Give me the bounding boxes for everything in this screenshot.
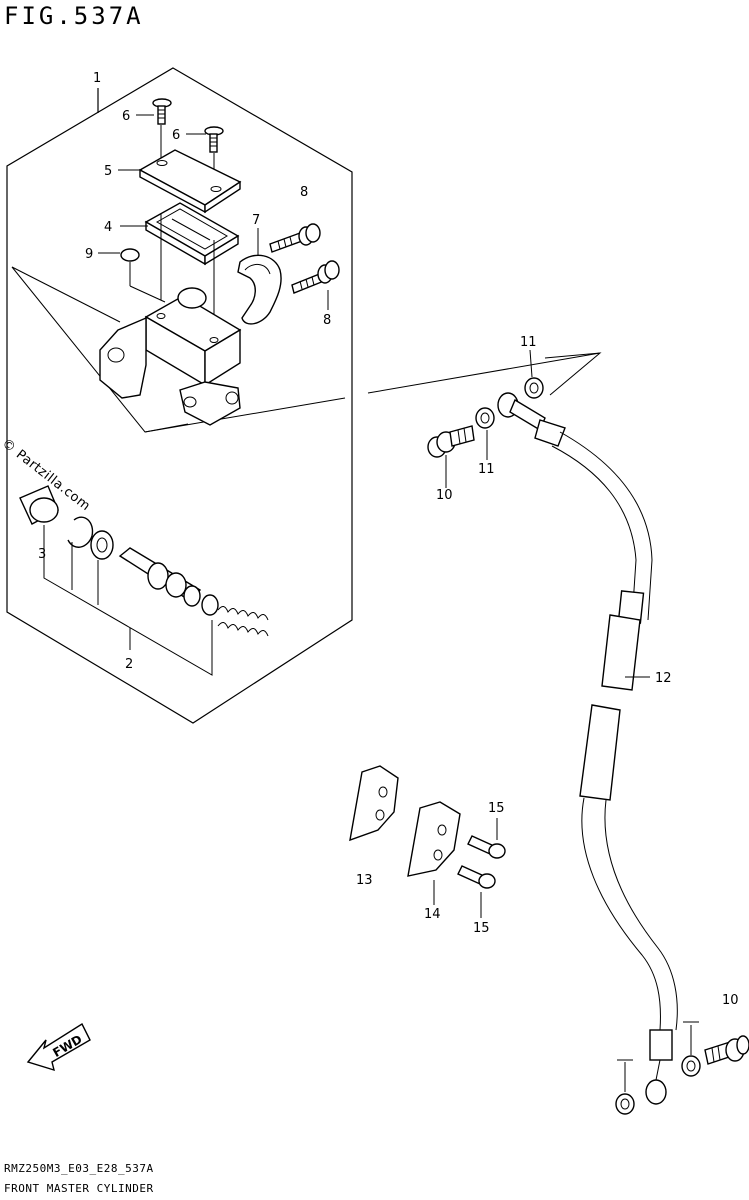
callout-5: 5 xyxy=(104,164,112,179)
callout-6a: 6 xyxy=(122,109,130,124)
bolt-15a xyxy=(467,835,506,859)
master-cylinder-body xyxy=(99,287,242,426)
reservoir-cap xyxy=(138,149,242,214)
callout-11b: 11 xyxy=(520,335,537,350)
callout-4: 4 xyxy=(104,220,112,235)
callout-13: 13 xyxy=(356,873,373,888)
fwd-arrow-icon: FWD xyxy=(26,1022,91,1072)
piston-2 xyxy=(118,547,269,637)
bolt-15b xyxy=(457,865,496,889)
callout-2: 2 xyxy=(125,657,133,672)
union-bolt-10b xyxy=(704,1035,749,1065)
callout-11a: 11 xyxy=(478,462,495,477)
callout-8b: 8 xyxy=(323,313,331,328)
bolt-8b xyxy=(291,260,340,294)
washer-lower-b xyxy=(615,1059,635,1115)
callout-3: 3 xyxy=(38,547,46,562)
clamp-14 xyxy=(407,801,461,877)
callout-7: 7 xyxy=(252,213,260,228)
callout-15b: 15 xyxy=(473,921,490,936)
figure-title: FIG.537A xyxy=(4,2,144,30)
callout-1: 1 xyxy=(93,71,101,86)
callout-6b: 6 xyxy=(172,128,180,143)
callout-12: 12 xyxy=(655,671,672,686)
clamp-13 xyxy=(349,765,399,842)
washer xyxy=(90,530,114,560)
boot-3 xyxy=(19,485,59,525)
washer-lower-a xyxy=(681,1021,701,1077)
screw-6a xyxy=(152,98,172,160)
bolt-8a xyxy=(269,223,321,253)
callout-8a: 8 xyxy=(300,185,308,200)
diagram-code: RMZ250M3_E03_E28_537A xyxy=(4,1162,154,1175)
callout-10a: 10 xyxy=(436,488,453,503)
washer-11b xyxy=(524,377,544,399)
plug-9 xyxy=(120,248,166,303)
diagram-caption: FRONT MASTER CYLINDER xyxy=(4,1182,154,1195)
union-bolt-10a xyxy=(427,425,475,458)
callout-10b: 10 xyxy=(722,993,739,1008)
diaphragm xyxy=(144,202,240,330)
circlip xyxy=(67,516,94,548)
holder-7 xyxy=(237,254,282,325)
callout-15a: 15 xyxy=(488,801,505,816)
brake-hose-12 xyxy=(497,392,678,1105)
callout-9: 9 xyxy=(85,247,93,262)
callout-14: 14 xyxy=(424,907,441,922)
washer-11a xyxy=(475,407,495,429)
assembly-boundary xyxy=(6,67,353,724)
